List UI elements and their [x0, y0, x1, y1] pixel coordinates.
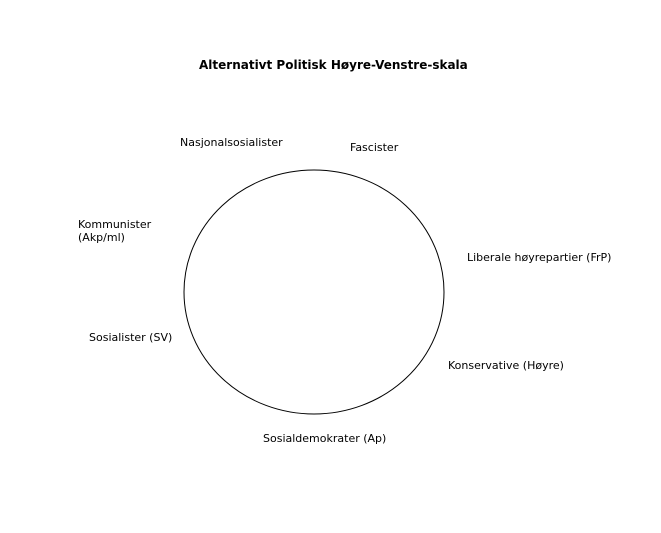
label-konservative: Konservative (Høyre)	[448, 359, 564, 372]
label-nasjonalsosialister: Nasjonalsosialister	[180, 136, 283, 149]
label-sosialdemokrater: Sosialdemokrater (Ap)	[263, 432, 387, 445]
label-liberale-hoyrepartier: Liberale høyrepartier (FrP)	[467, 251, 612, 264]
label-kommunister-line1: Kommunister	[78, 218, 152, 231]
label-kommunister-line2: (Akp/ml)	[78, 231, 125, 244]
label-kommunister: Kommunister (Akp/ml)	[78, 218, 151, 244]
political-circle	[183, 169, 445, 415]
label-sosialister: Sosialister (SV)	[89, 331, 173, 344]
diagram-title: Alternativt Politisk Høyre-Venstre-skala	[199, 58, 468, 72]
label-fascister: Fascister	[350, 141, 399, 154]
